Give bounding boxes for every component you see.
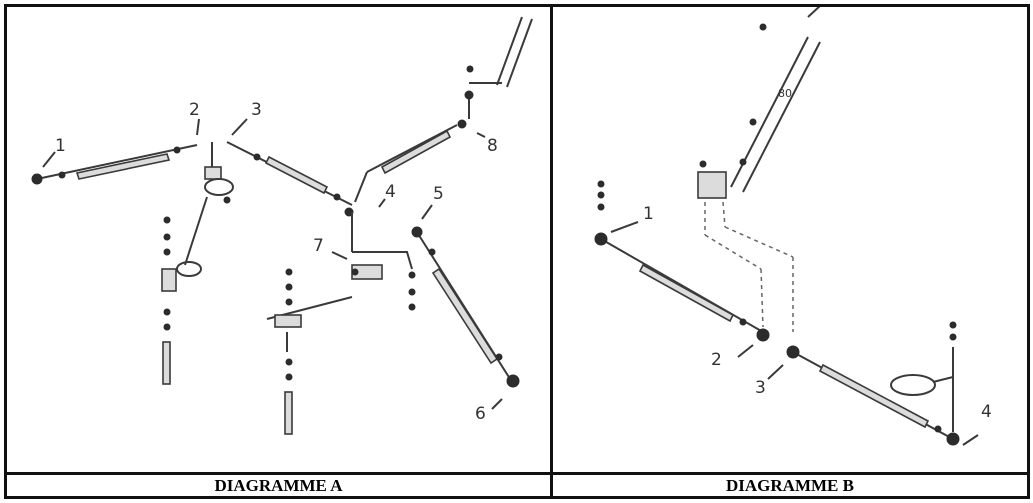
label-b-2: 2 — [711, 350, 722, 370]
steering-column — [496, 16, 533, 88]
idler-arm-left — [161, 142, 234, 385]
label-a-4: 4 — [385, 182, 396, 202]
diagram-b-illustration: 80 — [594, 7, 992, 446]
diagram-a-panel: 1 2 3 4 5 6 7 8 — [7, 7, 553, 472]
label-a-2: 2 — [189, 100, 200, 120]
diagram-table: 1 2 3 4 5 6 7 8 80 — [4, 4, 1030, 499]
label-a-3: 3 — [251, 100, 262, 120]
drag-link — [354, 65, 502, 203]
center-link — [226, 141, 354, 217]
label-a-5: 5 — [433, 184, 444, 204]
tie-rod-right — [786, 321, 960, 446]
label-leaders-a — [42, 118, 503, 410]
caption-row: DIAGRAMME A DIAGRAMME B — [7, 472, 1027, 496]
idler-arm-lower — [266, 212, 416, 435]
diagram-b-panel: 80 — [553, 7, 1027, 472]
label-b-4: 4 — [981, 402, 992, 422]
diagram-b-caption: DIAGRAMME B — [726, 476, 854, 495]
tie-rod-left — [31, 144, 198, 185]
label-b-3: 3 — [755, 378, 766, 398]
label-a-1: 1 — [55, 136, 66, 156]
label-b-1: 1 — [643, 204, 654, 224]
label-leaders-b — [610, 221, 979, 446]
label-a-8: 8 — [487, 136, 498, 156]
tie-rod-left — [594, 180, 770, 342]
label-a-7: 7 — [313, 236, 324, 256]
diagram-a-illustration: 1 2 3 4 5 6 7 8 — [31, 16, 533, 435]
pitman-bracket — [697, 158, 794, 332]
column-part-mark: 80 — [778, 87, 792, 100]
tie-rod-right — [411, 226, 520, 388]
label-a-6: 6 — [475, 404, 486, 424]
diagram-a-caption: DIAGRAMME A — [7, 475, 553, 496]
